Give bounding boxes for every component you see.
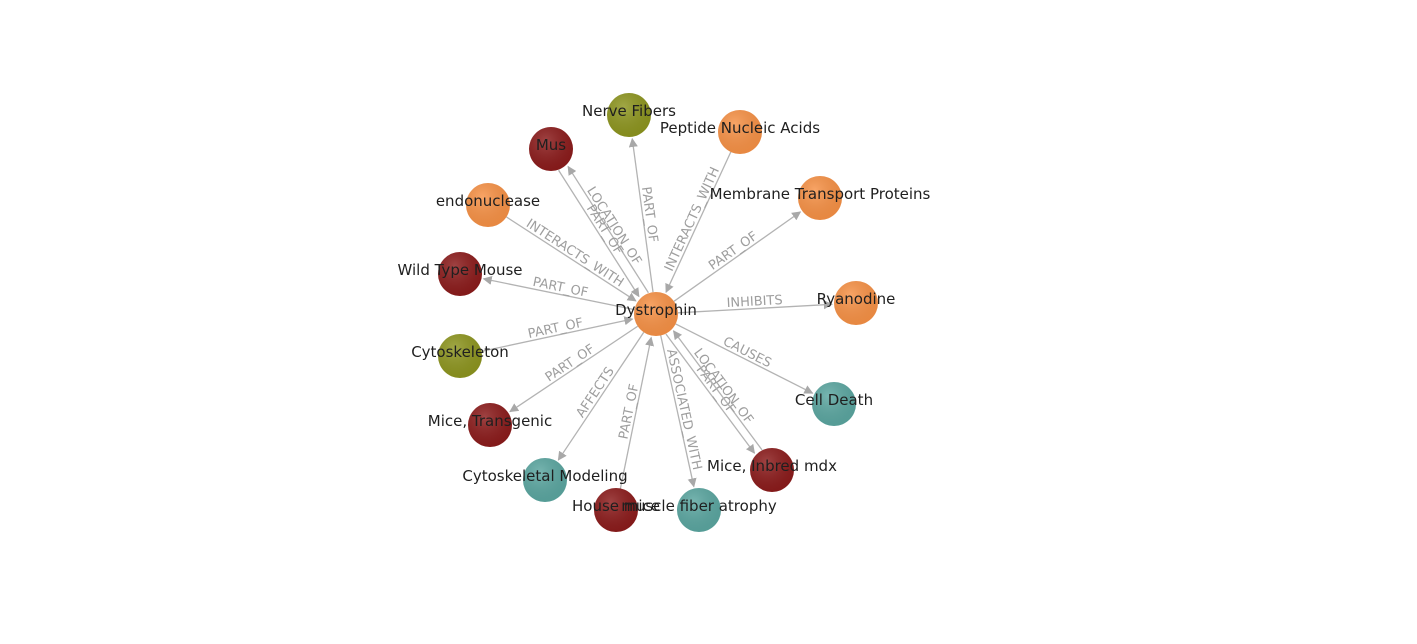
- edge-line: [482, 275, 635, 311]
- edge-label: PART_OF: [638, 186, 660, 244]
- edge-line: [628, 137, 654, 293]
- edge-line: [567, 165, 649, 294]
- edge-label: PART_OF: [543, 342, 598, 386]
- edge-dystrophin-nerve_fibers: PART_OF: [628, 137, 660, 293]
- edge-dystrophin-ryanodine: INHIBITS: [677, 293, 833, 314]
- edge-line: [673, 211, 802, 302]
- node-label: Mus: [536, 136, 566, 154]
- edge-line: [557, 331, 645, 461]
- edge-line: [660, 335, 697, 488]
- node-label: Nerve Fibers: [582, 102, 676, 120]
- edge-label: ASSOCIATED_WITH: [663, 348, 704, 472]
- edge-line: [677, 300, 833, 314]
- edge-line: [672, 330, 763, 451]
- edge-line: [665, 333, 756, 454]
- node-label: Cytoskeleton: [411, 343, 509, 361]
- edge-line: [558, 169, 640, 298]
- edge-line: [665, 151, 732, 294]
- edge-label: AFFECTS: [573, 365, 617, 421]
- node-label: Mice, Transgenic: [428, 412, 552, 430]
- node-label: Ryanodine: [817, 290, 896, 308]
- edge-label: INHIBITS: [726, 293, 783, 311]
- edge-line: [675, 323, 814, 394]
- edge-house_mice-dystrophin: PART_OF: [616, 336, 655, 489]
- node-label: Cell Death: [795, 391, 873, 409]
- node-label: Peptide Nucleic Acids: [660, 119, 820, 137]
- node-label: muscle fiber atrophy: [621, 497, 777, 515]
- edge-line: [506, 216, 637, 302]
- edge-label: CAUSES: [720, 334, 773, 371]
- node-label: Membrane Transport Proteins: [710, 185, 931, 203]
- edge-label: PART_OF: [616, 383, 642, 441]
- node-label: Wild Type Mouse: [397, 261, 522, 279]
- edge-line: [481, 316, 634, 353]
- node-label: Cytoskeletal Modeling: [462, 467, 627, 485]
- node-label: Mice, Inbred mdx: [707, 457, 837, 475]
- edge-peptide_nucleic_acids-dystrophin: INTERACTS_WITH: [662, 151, 732, 294]
- node-label: Dystrophin: [615, 301, 697, 319]
- node-label: House mice: [572, 497, 660, 515]
- node-label: endonuclease: [436, 192, 540, 210]
- edge-label: PART_OF: [706, 229, 760, 274]
- edge-line: [509, 325, 639, 413]
- edge-label: PART_OF: [527, 316, 585, 342]
- edge-line: [619, 336, 655, 489]
- edge-label: PART_OF: [531, 275, 589, 301]
